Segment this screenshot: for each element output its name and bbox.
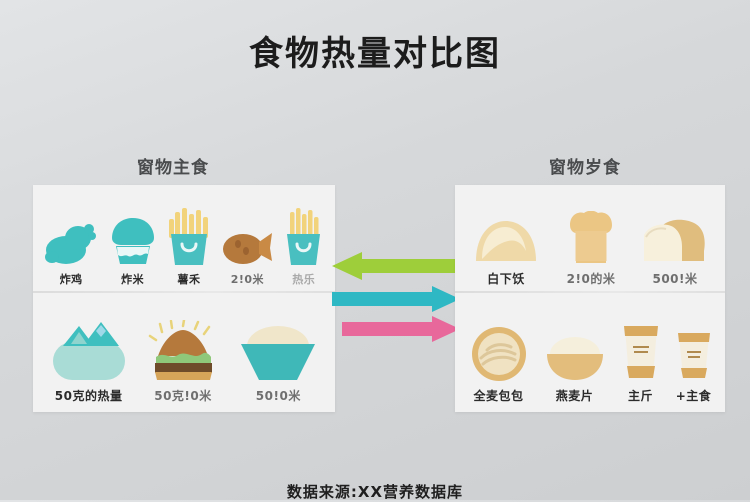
food-item[interactable]: 薯禾: [167, 204, 211, 287]
left-panel-bottom-row: 50克的热量: [33, 297, 335, 412]
food-label: 燕麦片: [555, 389, 594, 403]
bread-roll-icon: [472, 203, 540, 265]
food-item[interactable]: 50克的热量: [49, 320, 129, 404]
food-label: 50!0米: [255, 389, 301, 403]
drumstick-icon: [221, 204, 273, 266]
food-label: 热乐: [292, 273, 316, 286]
food-item[interactable]: 热乐: [284, 204, 324, 287]
paper-cup-small-icon: [676, 320, 712, 382]
food-label: 白下饫: [487, 272, 525, 286]
section-header-right: 窗物岁食: [549, 158, 621, 178]
food-item[interactable]: +主食: [676, 320, 712, 404]
left-food-panel: 炸鸡 炸米: [33, 185, 335, 412]
left-panel-top-row: 炸鸡 炸米: [33, 185, 335, 293]
food-label: 主斤: [627, 389, 653, 403]
panel-divider: [33, 291, 335, 293]
burger-icon: [148, 320, 218, 382]
food-item[interactable]: 燕麦片: [544, 320, 606, 404]
food-label: 2!0的米: [566, 272, 616, 286]
food-item[interactable]: 50克!0米: [148, 320, 218, 404]
comparison-arrows: [332, 252, 460, 342]
food-label: 薯禾: [177, 273, 201, 286]
food-item[interactable]: 炸米: [109, 204, 157, 287]
right-panel-bottom-row: 全麦包包 燕麦片: [455, 297, 725, 412]
food-label: 50克的热量: [54, 389, 123, 403]
food-item[interactable]: 2!0的米: [562, 203, 620, 287]
whole-wheat-bread-icon: [469, 320, 529, 382]
iced-drink-icon: [49, 320, 129, 382]
oatmeal-bowl-icon: [544, 320, 606, 382]
page-title: 食物热量对比图: [249, 34, 501, 74]
food-label: 2!0米: [230, 273, 265, 286]
arrow-right-cyan: [332, 286, 460, 312]
food-item[interactable]: 500!米: [642, 203, 708, 287]
paper-cup-icon: [621, 320, 661, 382]
food-label: +主食: [675, 389, 712, 403]
food-item[interactable]: 炸鸡: [44, 204, 98, 287]
cupcake-icon: [109, 204, 157, 266]
arrow-left-green: [332, 252, 460, 280]
right-food-panel: 白下饫 2!0的米 500!米: [455, 185, 725, 412]
bread-loaf-icon: [642, 203, 708, 265]
footer-source-note: 数据来源:XX营养数据库: [286, 483, 464, 501]
food-item[interactable]: 2!0米: [221, 204, 273, 287]
toast-slice-icon: [562, 203, 620, 265]
food-label: 全麦包包: [473, 389, 524, 403]
rice-bowl-icon: [237, 320, 319, 382]
arrow-right-pink: [342, 316, 460, 342]
food-item[interactable]: 主斤: [621, 320, 661, 404]
panel-divider: [455, 291, 725, 293]
fried-chicken-icon: [44, 204, 98, 266]
food-item[interactable]: 50!0米: [237, 320, 319, 404]
food-label: 500!米: [652, 272, 698, 286]
food-label: 炸鸡: [59, 273, 83, 286]
food-label: 50克!0米: [154, 389, 212, 403]
food-item[interactable]: 全麦包包: [469, 320, 529, 404]
french-fries-icon: [284, 204, 324, 266]
section-header-left: 窗物主食: [137, 158, 209, 178]
french-fries-icon: [167, 204, 211, 266]
food-item[interactable]: 白下饫: [472, 203, 540, 287]
right-panel-top-row: 白下饫 2!0的米 500!米: [455, 185, 725, 293]
food-label: 炸米: [121, 273, 145, 286]
